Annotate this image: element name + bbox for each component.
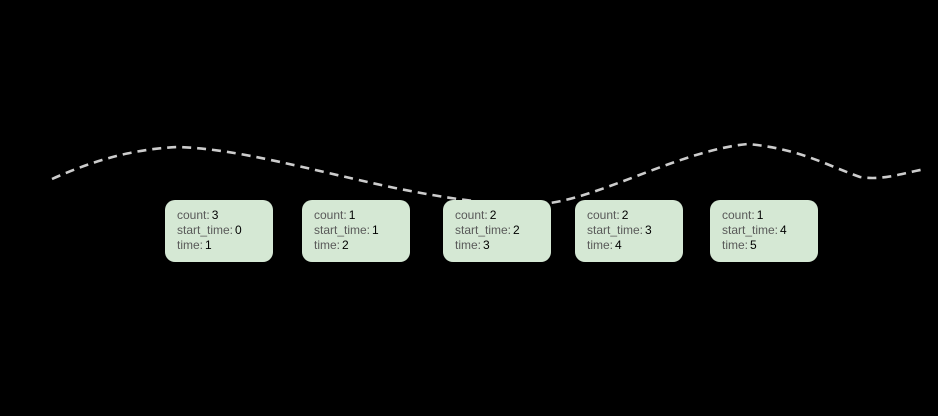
dashed-trend-curve — [51, 142, 927, 206]
count-label: count: — [722, 208, 755, 222]
time-line: time:5 — [722, 238, 806, 253]
time-value: 4 — [615, 238, 622, 252]
time-label: time: — [314, 238, 341, 252]
count-label: count: — [455, 208, 488, 222]
count-label: count: — [177, 208, 210, 222]
count-value: 1 — [756, 208, 764, 222]
start-time-label: start_time: — [587, 223, 644, 237]
start-time-value: 0 — [235, 223, 242, 237]
count-line: count:2 — [455, 208, 539, 223]
time-label: time: — [587, 238, 614, 252]
start-time-label: start_time: — [722, 223, 779, 237]
count-line: count:1 — [314, 208, 398, 223]
start-time-line: start_time:1 — [314, 223, 398, 238]
start-time-label: start_time: — [455, 223, 512, 237]
count-line: count:2 — [587, 208, 671, 223]
time-value: 2 — [342, 238, 349, 252]
count-label: count: — [587, 208, 620, 222]
state-node-1: count:3 start_time:0 time:1 — [165, 200, 273, 262]
state-node-2: count:1 start_time:1 time:2 — [302, 200, 410, 262]
count-value: 2 — [621, 208, 629, 222]
start-time-line: start_time:2 — [455, 223, 539, 238]
count-line: count:1 — [722, 208, 806, 223]
time-label: time: — [177, 238, 204, 252]
time-line: time:4 — [587, 238, 671, 253]
state-node-3: count:2 start_time:2 time:3 — [443, 200, 551, 262]
time-line: time:1 — [177, 238, 261, 253]
start-time-line: start_time:3 — [587, 223, 671, 238]
count-value: 3 — [211, 208, 219, 222]
time-line: time:2 — [314, 238, 398, 253]
start-time-label: start_time: — [177, 223, 234, 237]
time-label: time: — [455, 238, 482, 252]
start-time-label: start_time: — [314, 223, 371, 237]
time-value: 1 — [205, 238, 212, 252]
time-value: 5 — [750, 238, 757, 252]
time-value: 3 — [483, 238, 490, 252]
time-line: time:3 — [455, 238, 539, 253]
count-line: count:3 — [177, 208, 261, 223]
start-time-value: 3 — [645, 223, 652, 237]
state-node-4: count:2 start_time:3 time:4 — [575, 200, 683, 262]
start-time-value: 4 — [780, 223, 787, 237]
start-time-value: 1 — [372, 223, 379, 237]
start-time-line: start_time:0 — [177, 223, 261, 238]
start-time-line: start_time:4 — [722, 223, 806, 238]
state-node-5: count:1 start_time:4 time:5 — [710, 200, 818, 262]
time-label: time: — [722, 238, 749, 252]
count-value: 1 — [348, 208, 356, 222]
start-time-value: 2 — [513, 223, 520, 237]
count-label: count: — [314, 208, 347, 222]
count-value: 2 — [489, 208, 497, 222]
